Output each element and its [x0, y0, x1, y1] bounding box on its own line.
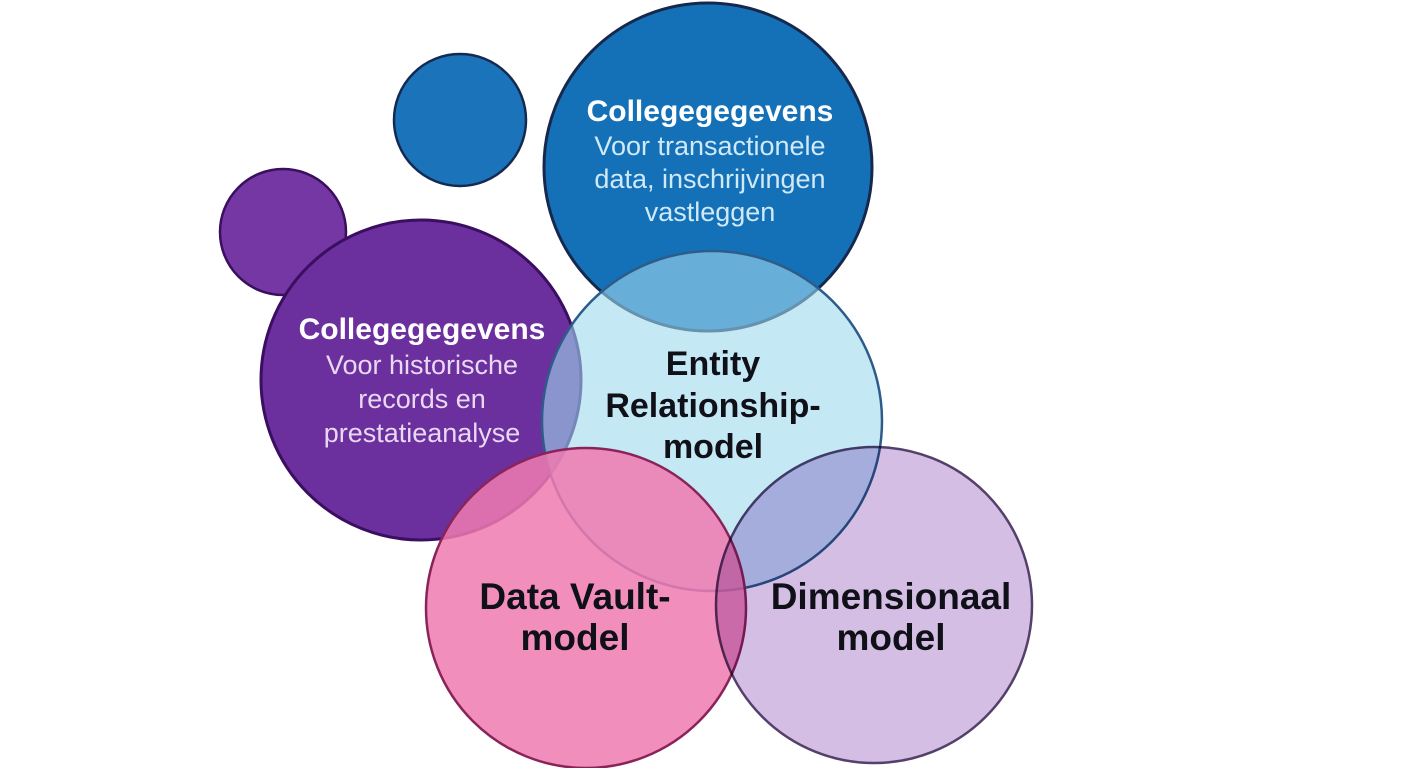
circle-dimensionaal-model [714, 445, 1034, 765]
entity-relationship-label-line: Entity [666, 345, 761, 383]
dimensionaal-label-line: Dimensionaal [771, 576, 1012, 617]
purple-circle-title: Collegegegevens [299, 313, 546, 346]
purple-circle-subtitle-line: prestatieanalyse [324, 418, 521, 448]
purple-circle-subtitle-line: Voor historische [326, 350, 518, 380]
entity-relationship-label-line: model [663, 428, 763, 466]
entity-relationship-label-line: Relationship- [605, 387, 820, 425]
decorative-circle-blue-small [392, 52, 528, 188]
data-vault-label-line: Data Vault- [479, 576, 670, 617]
blue-circle-title: Collegegegevens [587, 95, 834, 128]
blue-circle-subtitle-line: Voor transactionele [594, 131, 825, 161]
blue-circle-subtitle-line: data, inschrijvingen [594, 164, 825, 194]
dimensionaal-label-line: model [837, 617, 946, 658]
blue-circle-subtitle-line: vastleggen [645, 197, 776, 227]
data-vault-label-line: model [521, 617, 630, 658]
purple-circle-subtitle-line: records en [358, 384, 486, 414]
